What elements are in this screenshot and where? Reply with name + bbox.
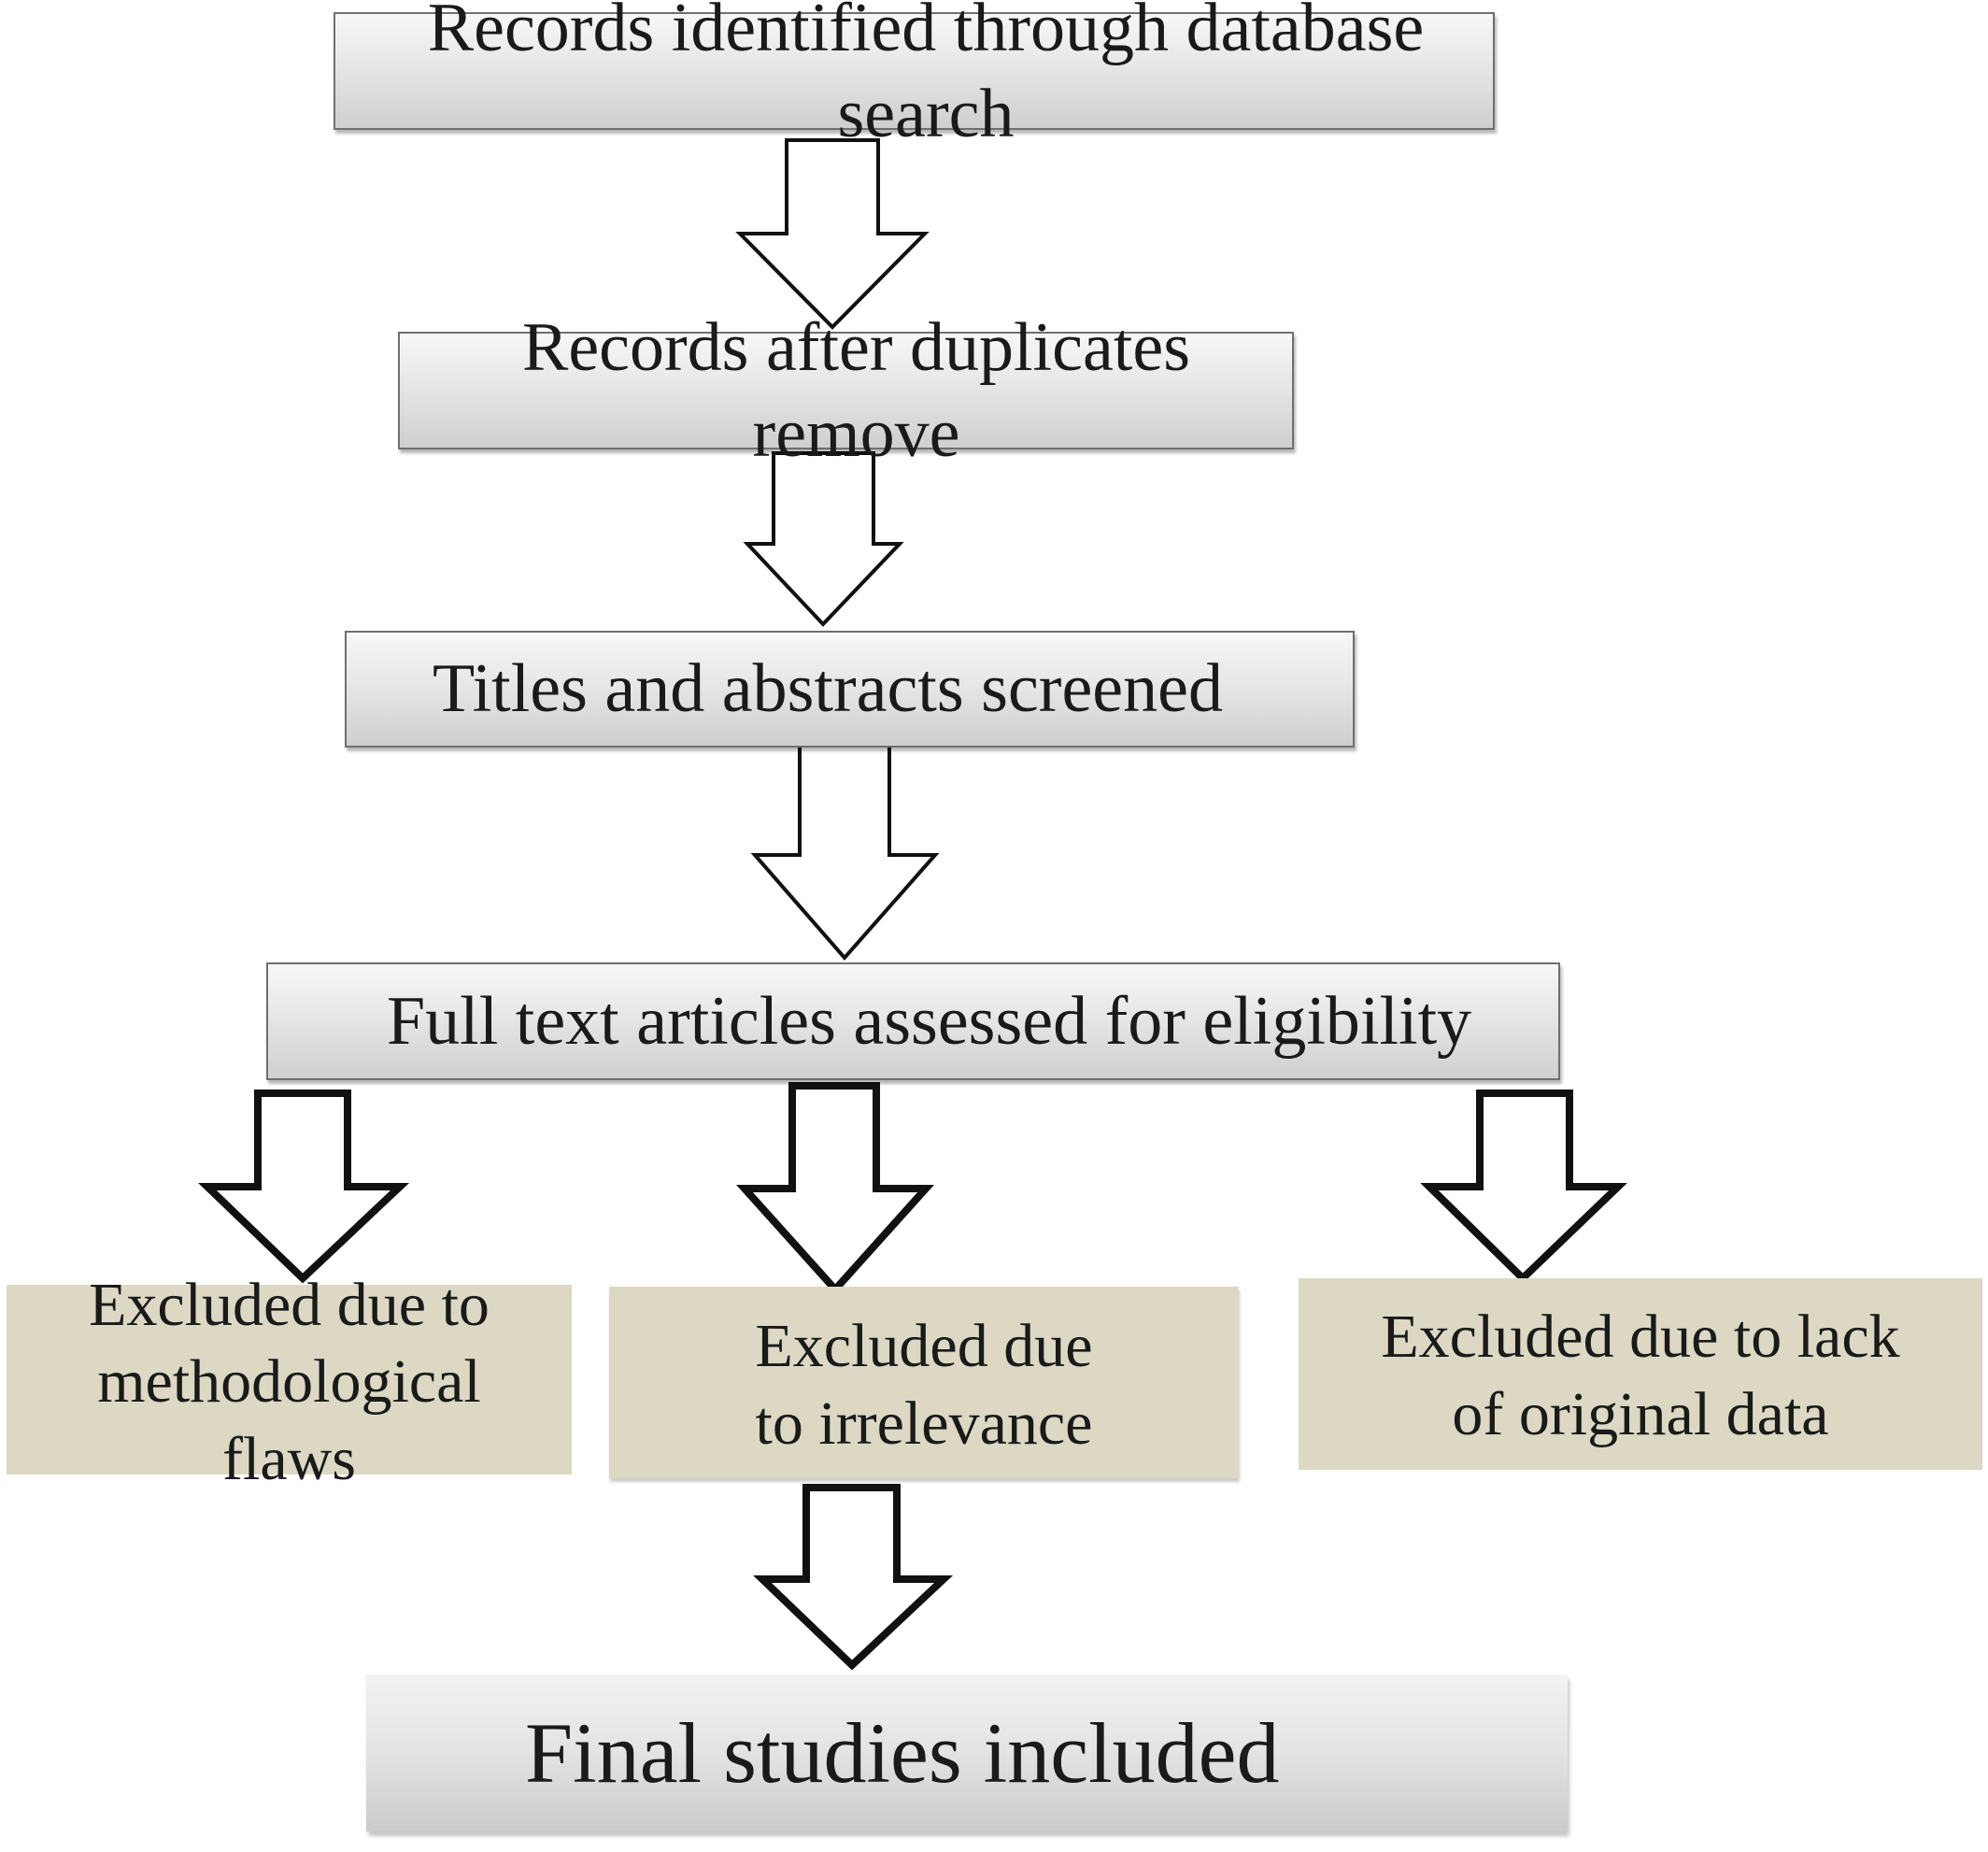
exclusion-irrelevance: Excluded due to irrelevance — [609, 1287, 1239, 1478]
step-final-studies-included: Final studies included — [366, 1674, 1568, 1831]
step-titles-abstracts-screened: Titles and abstracts screened — [345, 631, 1355, 748]
exclusion-label: Excluded due to methodological flaws — [89, 1270, 490, 1493]
step-label: Final studies included — [525, 1704, 1280, 1801]
step-label: Records identified through database sear… — [427, 0, 1425, 152]
step-label: Full text articles assessed for eligibil… — [387, 982, 1472, 1060]
step-records-identified: Records identified through database sear… — [334, 0, 1495, 152]
exclusion-methodological-flaws: Excluded due to methodological flaws — [7, 1271, 572, 1493]
down-arrow-icon — [736, 1082, 934, 1295]
step-after-duplicates-removed: Records after duplicates remove — [398, 309, 1294, 472]
down-arrow-icon — [735, 138, 930, 330]
down-arrow-icon — [1420, 1090, 1627, 1284]
step-label: Records after duplicates remove — [521, 308, 1191, 473]
down-arrow-icon — [198, 1090, 410, 1284]
exclusion-lack-of-original-data: Excluded due to lack of original data — [1299, 1278, 1982, 1470]
exclusion-label: Excluded due to irrelevance — [755, 1312, 1093, 1458]
down-arrow-icon — [743, 451, 904, 627]
down-arrow-icon — [753, 1484, 954, 1671]
down-arrow-icon — [750, 744, 940, 962]
step-full-text-assessed: Full text articles assessed for eligibil… — [266, 962, 1560, 1080]
step-label: Titles and abstracts screened — [433, 650, 1223, 728]
exclusion-label: Excluded due to lack of original data — [1381, 1303, 1900, 1448]
